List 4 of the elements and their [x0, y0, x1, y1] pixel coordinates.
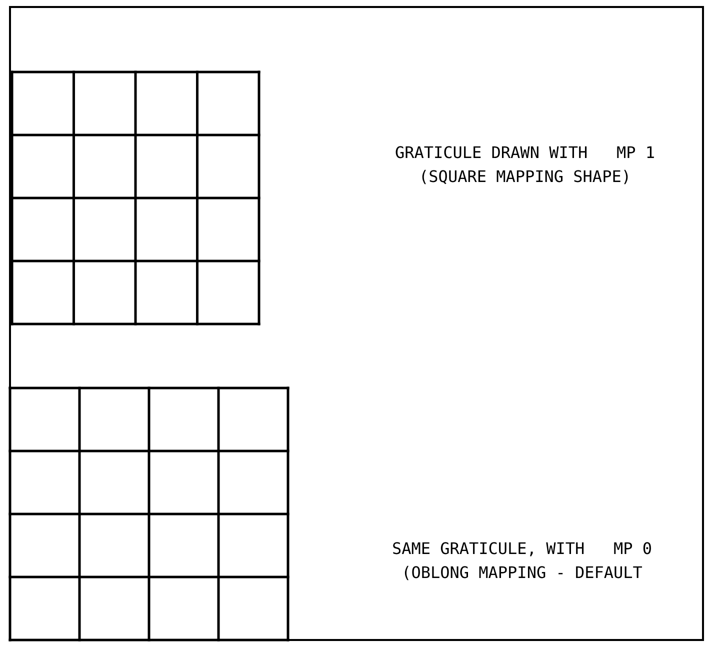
- caption-text: SAME GRATICULE, WITH MP 0: [392, 539, 652, 559]
- caption-text: (OBLONG MAPPING - DEFAULT: [402, 563, 642, 583]
- caption-text: GRATICULE DRAWN WITH MP 1: [394, 143, 656, 163]
- caption-text: (SQUARE MAPPING SHAPE): [419, 167, 631, 187]
